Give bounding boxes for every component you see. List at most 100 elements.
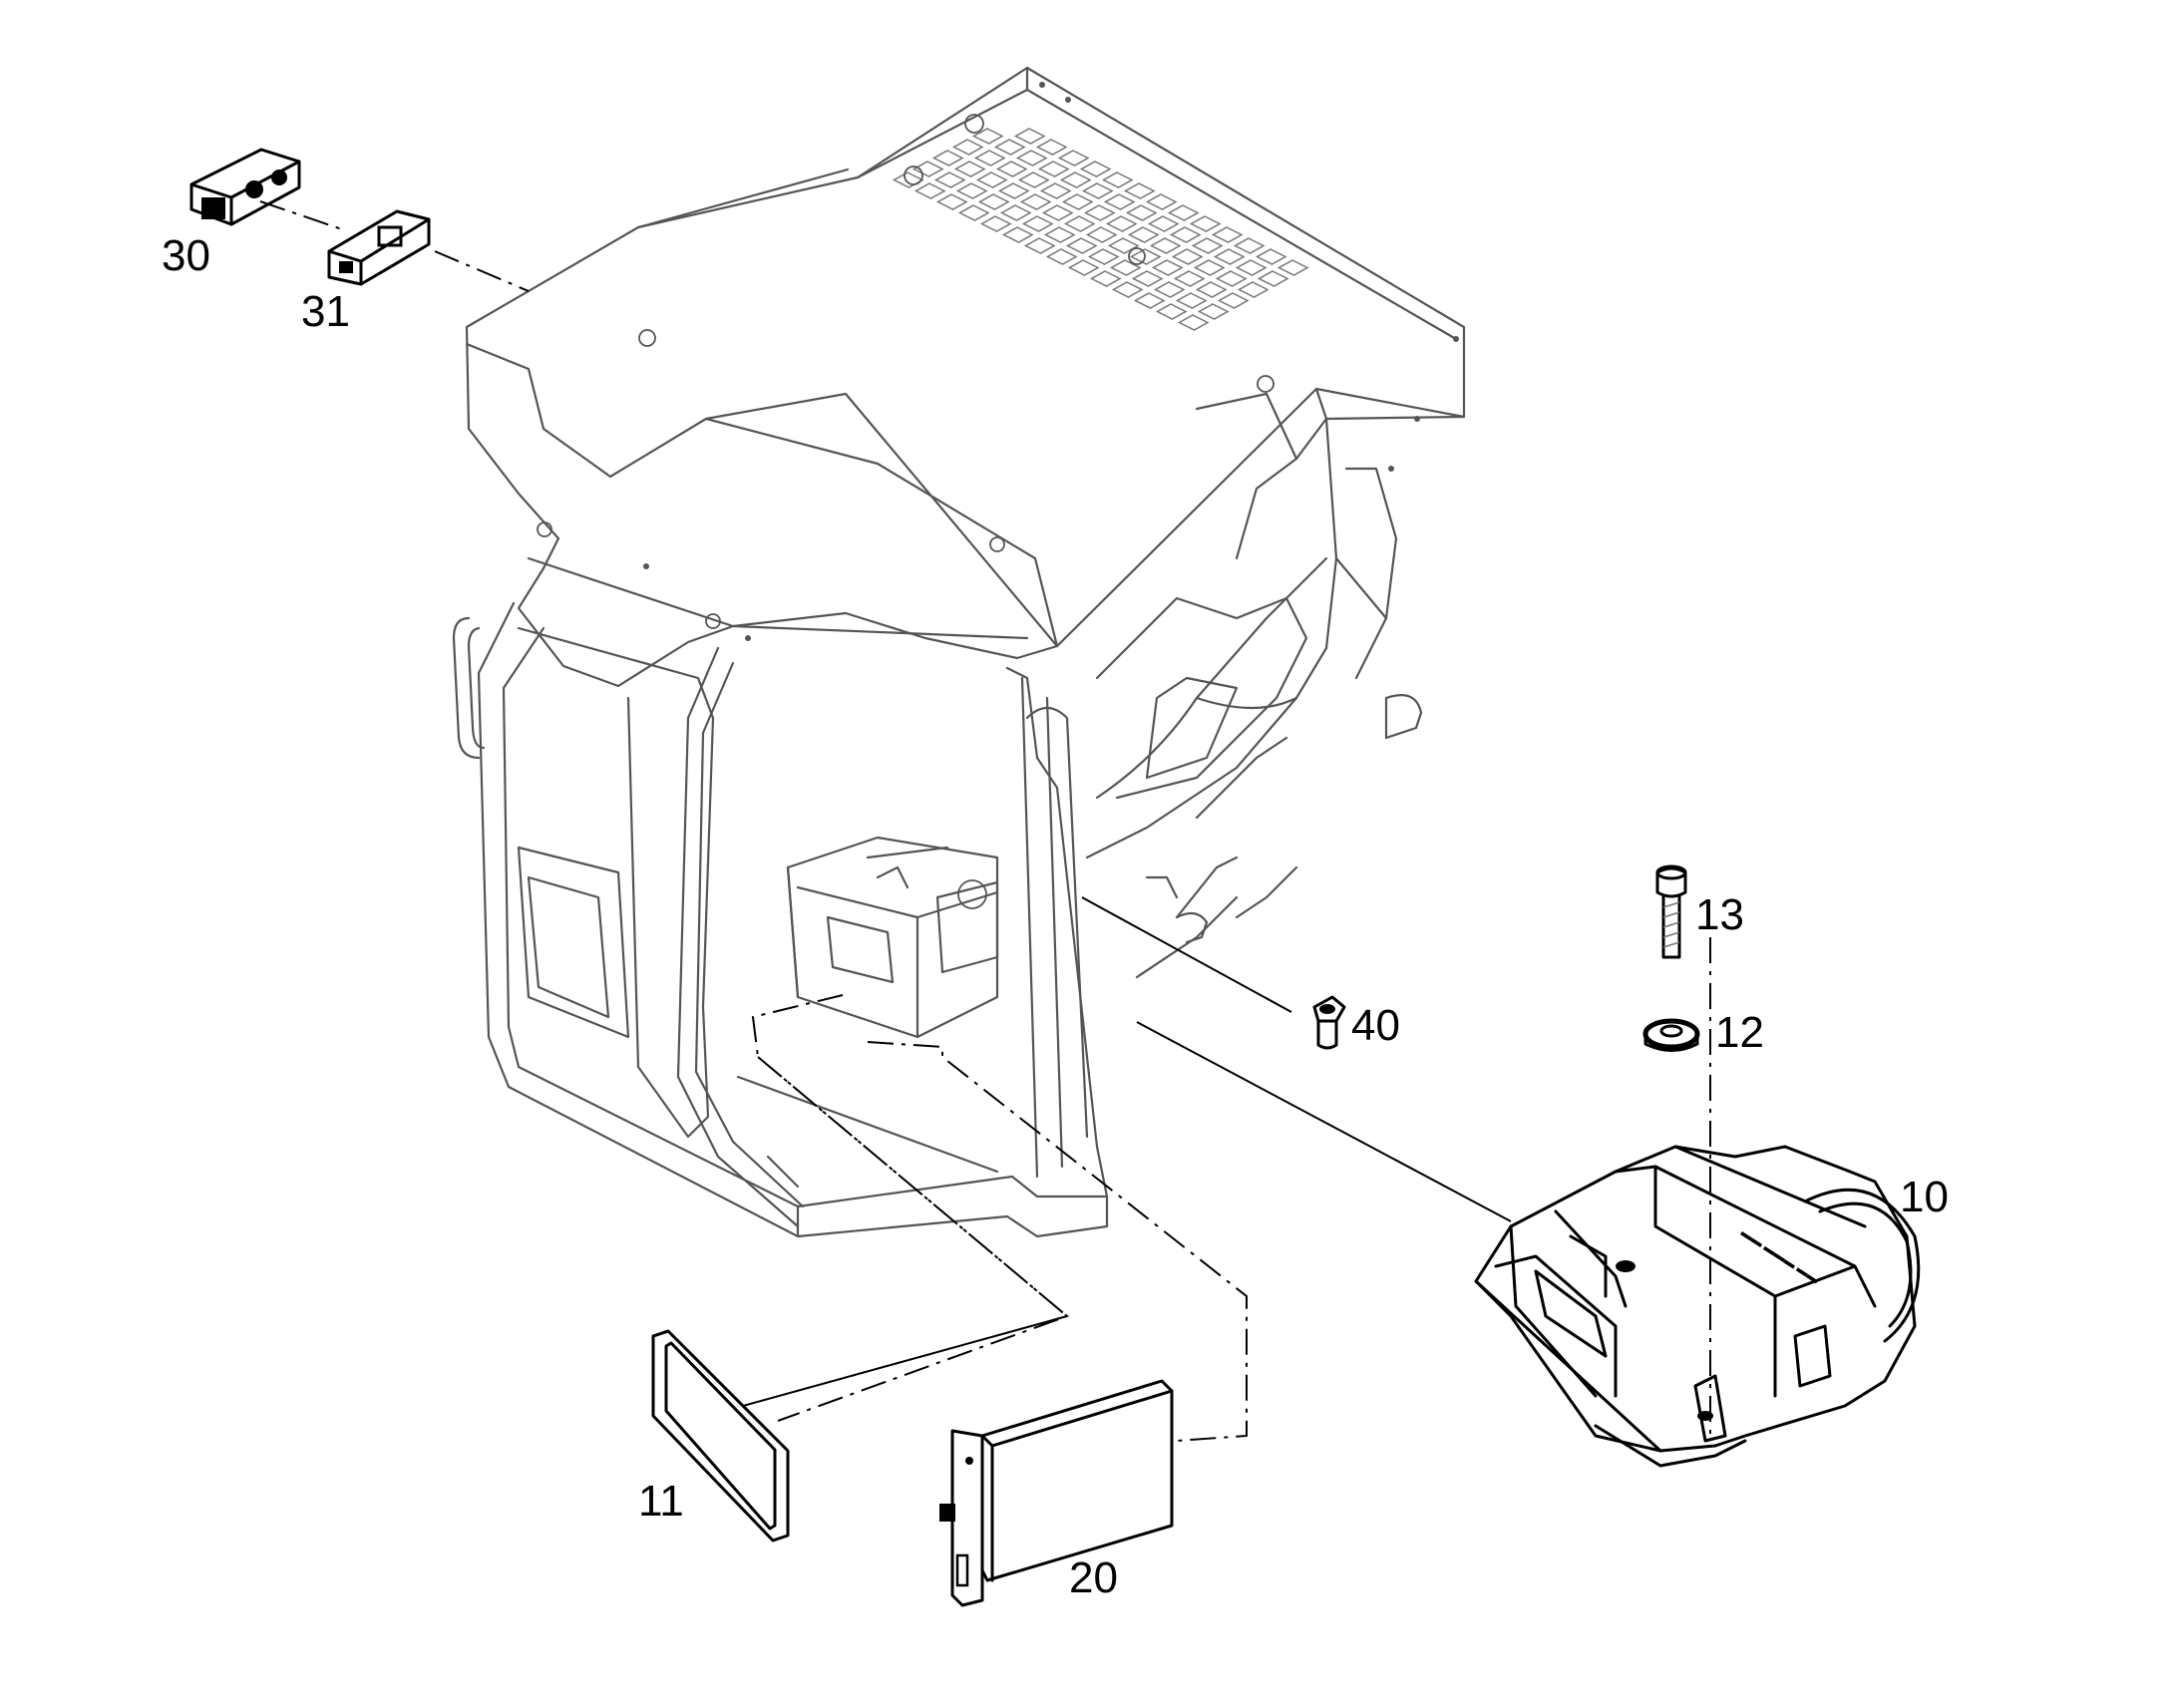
roof-vent-slot [1019,193,1052,210]
roof-vent-slot [931,150,964,167]
part-31-mounting-bracket [327,209,431,286]
roof-vent-slot [1057,150,1090,167]
roof-vent-slot [973,150,1006,167]
roof-vent-slot [933,171,966,188]
roof-vent-slot [1013,128,1046,145]
roof-vent-slot [1215,270,1248,287]
roof-vent-slot [1149,237,1182,254]
roof-vent-slot [1059,171,1092,188]
roof-vent-slot [1193,259,1226,276]
roof-vent-slot [1125,204,1158,221]
assembly-leader-lines [259,200,1711,1442]
roof-vent-slot [1089,270,1122,287]
callout-40: 40 [1351,1001,1400,1050]
roof-vent-slot [1083,204,1116,221]
roof-vent-slot [1021,215,1054,232]
roof-vent-slot [1175,292,1208,309]
roof-vent-slot [1169,226,1202,243]
roof-vent-slot [951,139,984,156]
roof-vent-slot [975,171,1008,188]
callout-30: 30 [162,231,210,280]
callout-11: 11 [638,1477,684,1526]
callout-20: 20 [1069,1553,1118,1602]
roof-vent-slot [995,161,1028,177]
roof-vent-slot [1105,215,1138,232]
roof-vent-slot [1079,161,1112,177]
roof-vent-slot [979,215,1012,232]
callout-12: 12 [1715,1008,1764,1057]
roof-vent-slot [1107,237,1140,254]
roof-vent-slot [1041,204,1074,221]
roof-vent-slot [1111,281,1144,298]
part-40-plug [1312,995,1346,1050]
part-11-gasket [651,1329,790,1542]
roof-vent-slot [1173,270,1206,287]
roof-vent-slot [1155,303,1188,320]
roof-vent-slot [1213,248,1246,265]
part-30-switch-panel [189,148,301,226]
roof-vent-slot [997,182,1030,199]
roof-vent-slot [1177,314,1210,331]
roof-vent-slot [1087,248,1120,265]
roof-vent-slot [1153,281,1186,298]
roof-vent-slot [1131,270,1164,287]
roof-vent-slot [1035,139,1068,156]
roof-vent-slot [1257,270,1289,287]
roof-vent-slot [1191,237,1224,254]
roof-vent-slot [1043,226,1076,243]
roof-vent-slot [1145,193,1178,210]
roof-vent-slot [935,193,968,210]
roof-vent-slot [911,161,944,177]
roof-vent-slot [1103,193,1136,210]
part-13-bolt [1655,864,1687,959]
roof-vent-slot [1211,226,1244,243]
callout-labels: 30 31 13 40 12 10 11 20 [162,231,1949,1602]
part-12-washer [1642,1018,1700,1052]
svg-text:▬▬ ▬▬▬ ▬▬: ▬▬ ▬▬▬ ▬▬ [1738,1225,1822,1286]
callout-13: 13 [1695,890,1744,939]
roof-vent-slot [1085,226,1118,243]
roof-vent-slot [1037,161,1070,177]
roof-vent-slot [1063,215,1096,232]
roof-vent-slot [1255,248,1287,265]
roof-vent-slot [1129,248,1162,265]
roof-vent-slot [892,171,924,188]
roof-vent-slot [1001,226,1034,243]
roof-vent-slot [1276,259,1309,276]
callout-10: 10 [1900,1173,1949,1221]
roof-vent-slot [1081,182,1114,199]
roof-vent-slot [955,182,988,199]
roof-vent-slot [1045,248,1078,265]
part-10-hvac-unit: ▬▬ ▬▬▬ ▬▬ [1474,1145,1921,1468]
roof-vent-slot [1109,259,1142,276]
roof-vent-slot [953,161,986,177]
roof-vent-slot [1023,237,1056,254]
roof-vent-slot [913,182,946,199]
roof-vent-slot [1039,182,1072,199]
roof-vent-slot [1171,248,1204,265]
callout-31: 31 [301,287,350,336]
roof-vent-slot [1147,215,1180,232]
roof-vent-slot [1133,292,1166,309]
roof-vent-slot [971,128,1004,145]
roof-vent-slot [957,204,990,221]
roof-vent-slot [1189,215,1222,232]
roof-vent-slot [1235,259,1268,276]
roof-vent-slot [1067,259,1100,276]
roof-vent-grid [892,128,1309,331]
roof-vent-slot [1101,171,1134,188]
roof-vent-slot [1127,226,1160,243]
roof-vent-slot [1217,292,1250,309]
roof-vent-slot [1151,259,1184,276]
roof-vent-slot [1237,281,1270,298]
roof-vent-slot [1065,237,1098,254]
roof-vent-slot [1123,182,1156,199]
part-20-filter [939,1379,1174,1607]
roof-vent-slot [1197,303,1230,320]
roof-vent-slot [1017,171,1050,188]
roof-vent-slot [1195,281,1228,298]
roof-vent-slot [1015,150,1048,167]
roof-vent-slot [977,193,1010,210]
roof-vent-slot [1233,237,1266,254]
